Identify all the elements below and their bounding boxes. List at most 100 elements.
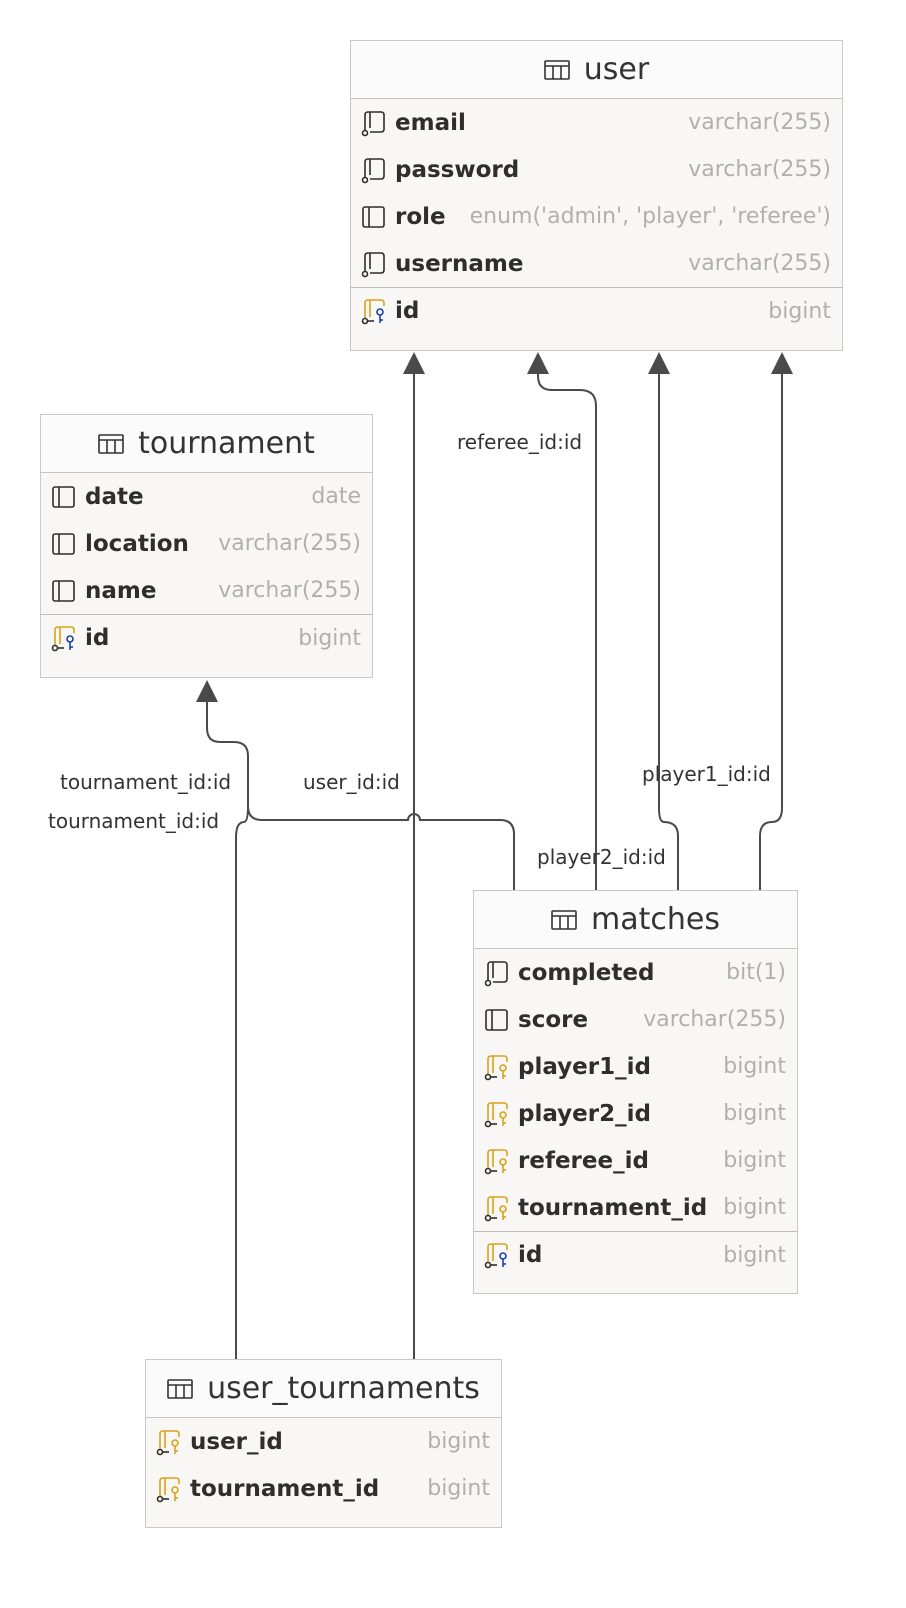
column-name: password: [395, 156, 520, 183]
arrow-head-referee: [527, 352, 549, 374]
entity-matches[interactable]: matches completed bit(1) score varchar(255) p…: [473, 890, 798, 1294]
table-icon: [551, 909, 577, 930]
column-row[interactable]: user_id bigint: [146, 1418, 501, 1465]
column-row[interactable]: tournament_id bigint: [146, 1465, 501, 1512]
table-icon: [98, 433, 124, 454]
link-ut-tournament: [235, 805, 249, 1360]
arrow-head-player2: [648, 352, 670, 374]
table-icon: [167, 1378, 193, 1399]
entity-user[interactable]: user email varchar(255) password varchar(255…: [350, 40, 843, 351]
foreign-key-icon: [483, 1147, 509, 1175]
column-name: location: [85, 530, 189, 557]
column-name: id: [395, 298, 420, 324]
link-label-player1: player1_id:id: [642, 762, 771, 786]
column-row[interactable]: player2_id bigint: [474, 1090, 797, 1137]
column-name: username: [395, 250, 524, 277]
primary-key-icon: [50, 624, 76, 652]
link-player2: [658, 372, 679, 890]
entity-header[interactable]: matches: [474, 891, 797, 949]
entity-title: user: [583, 52, 650, 87]
column-name: referee_id: [518, 1147, 649, 1174]
column-type: varchar(255): [688, 157, 831, 182]
primary-key-row[interactable]: id bigint: [351, 287, 842, 334]
primary-key-icon: [483, 1241, 509, 1269]
entity-header[interactable]: tournament: [41, 415, 372, 473]
not-null-column-icon: [360, 109, 386, 137]
link-label-ut-tournament: tournament_id:id: [48, 809, 220, 833]
column-type: varchar(255): [643, 1007, 786, 1032]
column-icon: [50, 577, 76, 605]
column-row[interactable]: username varchar(255): [351, 240, 842, 287]
foreign-key-icon: [483, 1100, 509, 1128]
column-type: bigint: [723, 1195, 786, 1220]
column-type: bigint: [427, 1476, 490, 1501]
entity-title: tournament: [138, 426, 315, 461]
column-type: varchar(255): [688, 110, 831, 135]
column-name: score: [518, 1006, 589, 1033]
column-type: varchar(255): [218, 531, 361, 556]
column-row[interactable]: role enum('admin', 'player', 'referee'): [351, 193, 842, 240]
column-name: id: [518, 1242, 543, 1268]
entity-header[interactable]: user: [351, 41, 842, 99]
column-row[interactable]: completed bit(1): [474, 949, 797, 996]
column-icon: [360, 203, 386, 231]
not-null-column-icon: [360, 156, 386, 184]
link-label-matches-tournament: tournament_id:id: [60, 770, 232, 794]
column-name: id: [85, 625, 110, 651]
foreign-key-icon: [483, 1194, 509, 1222]
not-null-column-icon: [483, 959, 509, 987]
entity-title: matches: [591, 902, 720, 937]
table-icon: [543, 59, 570, 80]
column-type: bigint: [723, 1054, 786, 1079]
column-type: varchar(255): [218, 578, 361, 603]
column-type: bit(1): [726, 960, 786, 985]
entity-header[interactable]: user_tournaments: [146, 1360, 501, 1418]
column-type: bigint: [768, 298, 831, 324]
not-null-column-icon: [360, 250, 386, 278]
column-icon: [50, 483, 76, 511]
column-row[interactable]: email varchar(255): [351, 99, 842, 146]
link-player1: [759, 372, 783, 890]
link-matches-tournament: [206, 702, 515, 890]
column-row[interactable]: password varchar(255): [351, 146, 842, 193]
column-type: enum('admin', 'player', 'referee'): [469, 204, 831, 229]
column-type: varchar(255): [688, 251, 831, 276]
column-type: date: [311, 484, 361, 509]
foreign-key-icon: [483, 1053, 509, 1081]
link-referee: [537, 372, 597, 890]
entity-title: user_tournaments: [207, 1371, 480, 1406]
column-row[interactable]: date date: [41, 473, 372, 520]
column-name: player1_id: [518, 1053, 651, 1080]
column-name: role: [395, 203, 446, 230]
foreign-key-icon: [155, 1428, 181, 1456]
column-name: player2_id: [518, 1100, 651, 1127]
column-type: bigint: [427, 1429, 490, 1454]
column-type: bigint: [723, 1101, 786, 1126]
arrow-head-user-id: [403, 352, 425, 374]
column-name: tournament_id: [518, 1194, 708, 1221]
primary-key-icon: [360, 297, 386, 325]
column-row[interactable]: player1_id bigint: [474, 1043, 797, 1090]
column-row[interactable]: tournament_id bigint: [474, 1184, 797, 1231]
column-name: tournament_id: [190, 1475, 380, 1502]
arrow-head-tournament: [196, 680, 218, 702]
column-icon: [50, 530, 76, 558]
link-label-ut-user: user_id:id: [303, 770, 400, 794]
column-type: bigint: [723, 1242, 786, 1268]
link-label-player2: player2_id:id: [537, 845, 666, 869]
column-name: email: [395, 109, 466, 136]
column-name: completed: [518, 959, 655, 986]
primary-key-row[interactable]: id bigint: [474, 1231, 797, 1278]
link-label-referee: referee_id:id: [457, 430, 583, 454]
column-row[interactable]: score varchar(255): [474, 996, 797, 1043]
column-name: date: [85, 483, 144, 510]
column-row[interactable]: location varchar(255): [41, 520, 372, 567]
column-name: user_id: [190, 1428, 283, 1455]
foreign-key-icon: [155, 1475, 181, 1503]
